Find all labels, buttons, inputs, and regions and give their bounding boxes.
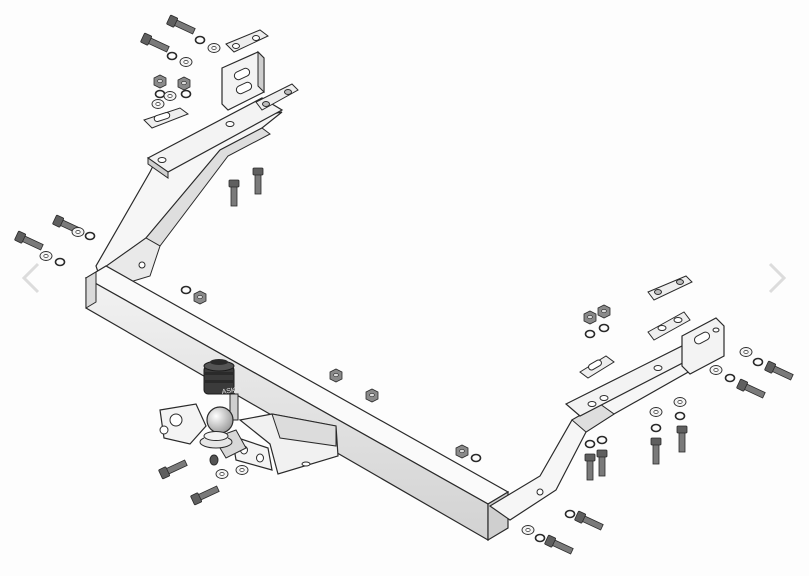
tow-ball-mount: ASKO xyxy=(199,359,339,475)
previous-image-button[interactable] xyxy=(18,258,46,298)
right-mounting-arm xyxy=(488,317,725,521)
right-spacer-plates xyxy=(579,275,693,379)
main-cross-bar xyxy=(84,265,510,542)
chevron-right-icon xyxy=(768,262,787,294)
left-upper-bracket xyxy=(221,29,299,111)
electric-socket-plate xyxy=(159,403,207,445)
chevron-left-icon xyxy=(21,262,40,294)
left-spacer-plate xyxy=(143,107,190,129)
next-image-button[interactable] xyxy=(762,258,790,298)
coupling-brand-label: ASKO xyxy=(221,386,242,396)
left-mounting-arm xyxy=(95,97,284,287)
